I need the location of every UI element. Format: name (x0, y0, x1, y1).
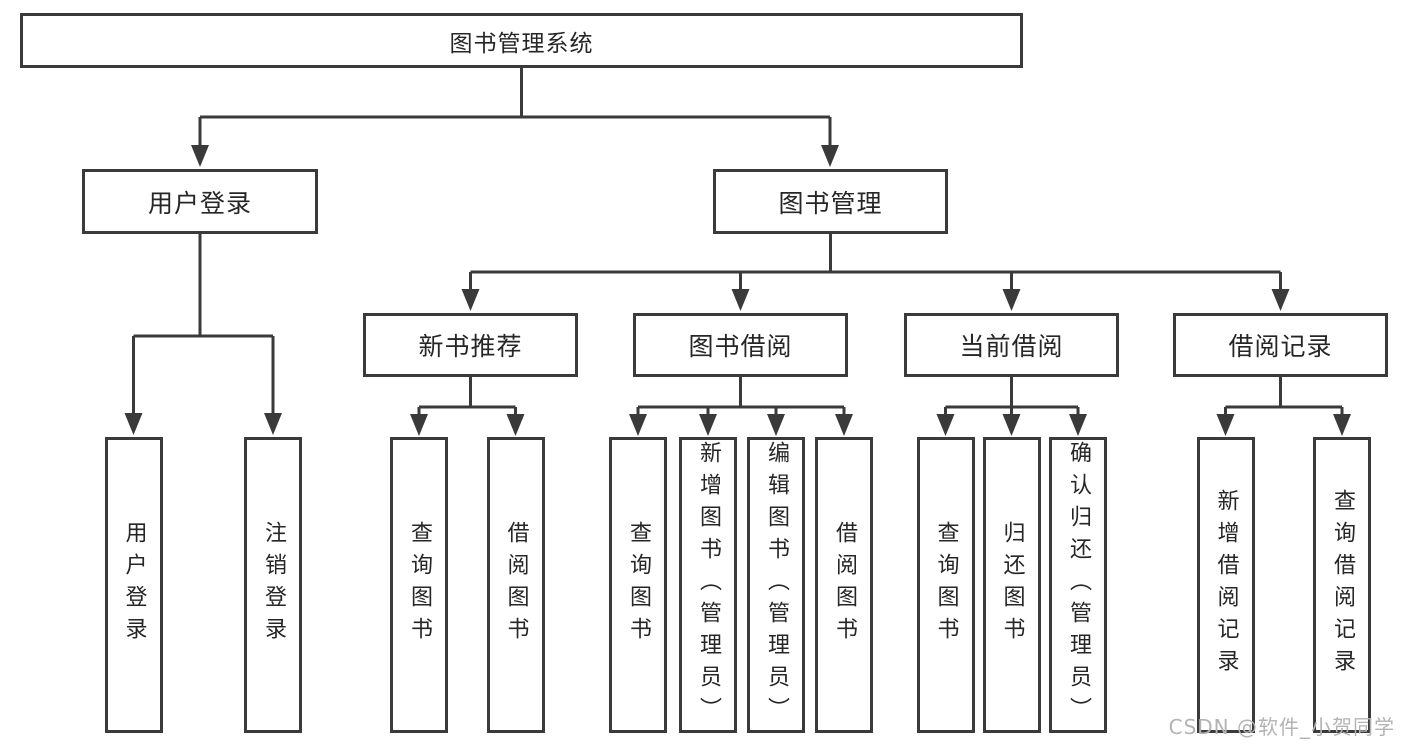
leaf-logout: 注销登录 (244, 437, 302, 733)
node-new-book-recommend: 新书推荐 (363, 313, 578, 377)
leaf-borrow-query-books: 查询图书 (609, 437, 667, 733)
leaf-user-login-label: 用户登录 (121, 521, 147, 649)
leaf-borrow-query-books-label: 查询图书 (626, 521, 651, 649)
leaf-return-books-label: 归还图书 (999, 521, 1025, 649)
leaf-confirm-return-admin: 确认归还（管理员） (1049, 437, 1107, 733)
node-book-borrow: 图书借阅 (633, 313, 848, 377)
node-root-label: 图书管理系统 (449, 30, 594, 57)
node-root: 图书管理系统 (20, 13, 1023, 68)
leaf-edit-books-admin: 编辑图书（管理员） (747, 437, 805, 733)
leaf-add-books-admin-label: 新增图书（管理员） (696, 441, 721, 729)
leaf-recommend-borrow-books: 借阅图书 (486, 437, 545, 733)
leaf-add-books-admin: 新增图书（管理员） (679, 437, 737, 733)
leaf-borrow-books: 借阅图书 (815, 437, 873, 733)
leaf-current-query-books-label: 查询图书 (933, 521, 959, 649)
leaf-recommend-borrow-books-label: 借阅图书 (503, 521, 529, 649)
leaf-confirm-return-admin-label: 确认归还（管理员） (1066, 441, 1091, 729)
leaf-return-books: 归还图书 (982, 437, 1041, 733)
leaf-borrow-books-label: 借阅图书 (832, 521, 857, 649)
node-new-book-recommend-label: 新书推荐 (418, 332, 523, 361)
leaf-add-borrow-record: 新增借阅记录 (1196, 437, 1255, 733)
leaf-logout-label: 注销登录 (261, 521, 286, 649)
leaf-recommend-query-books: 查询图书 (390, 437, 448, 733)
leaf-current-query-books: 查询图书 (916, 437, 975, 733)
leaf-edit-books-admin-label: 编辑图书（管理员） (764, 441, 789, 729)
leaf-query-borrow-record-label: 查询借阅记录 (1330, 489, 1355, 681)
leaf-add-borrow-record-label: 新增借阅记录 (1213, 489, 1239, 681)
node-book-management: 图书管理 (713, 169, 948, 234)
node-borrow-records: 借阅记录 (1173, 313, 1388, 377)
leaf-query-borrow-record: 查询借阅记录 (1313, 437, 1371, 733)
node-book-borrow-label: 图书借阅 (688, 332, 793, 361)
node-user-login: 用户登录 (82, 169, 318, 234)
node-borrow-records-label: 借阅记录 (1228, 332, 1333, 361)
leaf-recommend-query-books-label: 查询图书 (407, 521, 432, 649)
node-current-borrow-label: 当前借阅 (959, 332, 1064, 361)
leaf-user-login: 用户登录 (104, 437, 163, 733)
watermark: CSDN @软件_小贺同学 (1168, 715, 1395, 739)
node-user-login-label: 用户登录 (147, 188, 252, 218)
node-current-borrow: 当前借阅 (904, 313, 1119, 377)
node-book-management-label: 图书管理 (778, 188, 883, 218)
